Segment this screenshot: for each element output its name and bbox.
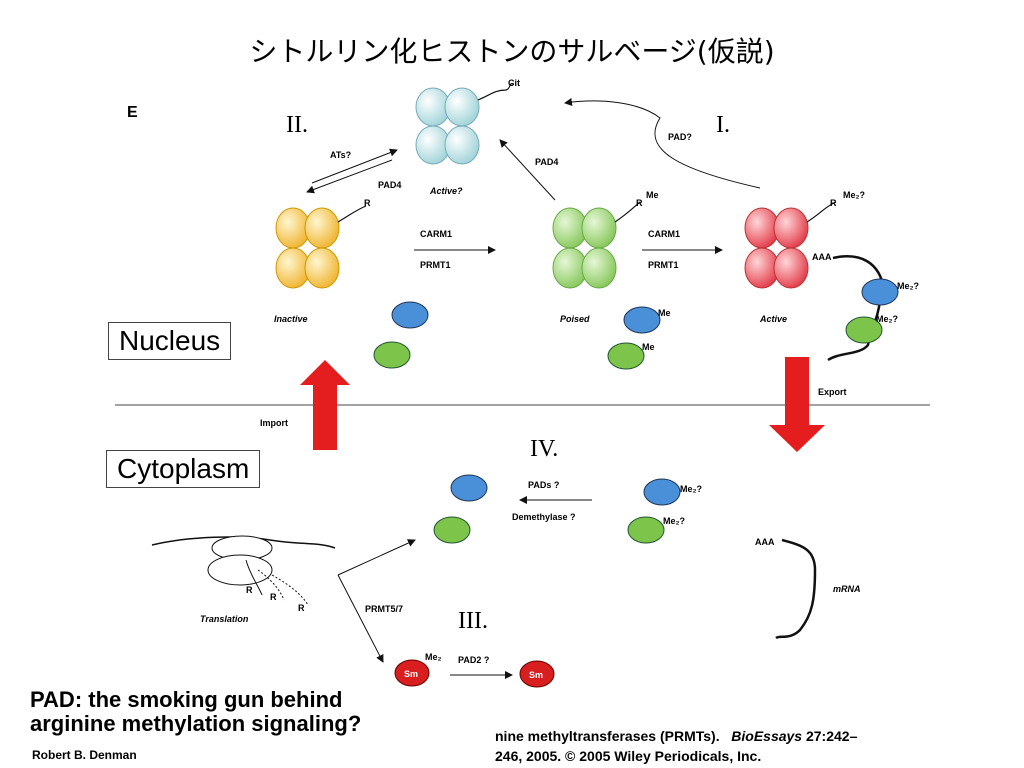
histone-citrullinated-cyan bbox=[415, 83, 515, 165]
paper-title: PAD: the smoking gun behind arginine met… bbox=[30, 688, 361, 736]
carm1-label-2: CARM1 bbox=[648, 229, 680, 239]
citation-line2: 246, 2005. © 2005 Wiley Periodicals, Inc… bbox=[495, 748, 762, 764]
me2-label-b: Me₂? bbox=[876, 314, 898, 324]
protein-green-nucleus-1 bbox=[373, 341, 411, 369]
sm-protein-methylated bbox=[394, 659, 430, 687]
me-label-poised: Me bbox=[646, 190, 659, 200]
paper-author: Robert B. Denman bbox=[32, 748, 137, 762]
pad4-label-right: PAD4 bbox=[535, 157, 558, 167]
pads-question-label: PADs ? bbox=[528, 480, 559, 490]
journal-name: BioEssays bbox=[731, 728, 803, 744]
import-label: Import bbox=[260, 418, 288, 428]
citation: nine methyltransferases (PRMTs). BioEssa… bbox=[495, 726, 995, 766]
paper-title-line1: PAD: the smoking gun behind bbox=[30, 687, 343, 712]
aaa-label-cytoplasm: AAA bbox=[755, 537, 775, 547]
prmt1-label-1: PRMT1 bbox=[420, 260, 451, 270]
r-label-translation-b: R bbox=[270, 592, 277, 602]
protein-blue-nucleus-3 bbox=[861, 278, 899, 306]
import-arrow bbox=[300, 360, 350, 450]
me2-question-top: Me₂? bbox=[843, 190, 865, 200]
inactive-label: Inactive bbox=[274, 314, 308, 324]
sm-label-1: Sm bbox=[404, 669, 418, 679]
cytoplasm-label: Cytoplasm bbox=[106, 450, 261, 488]
histone-inactive-yellow bbox=[275, 205, 367, 289]
pad4-arrow-poised bbox=[499, 139, 556, 201]
step-iv-label: IV. bbox=[530, 436, 558, 462]
demethylase-label: Demethylase ? bbox=[512, 512, 576, 522]
journal-volume: 27:242– bbox=[805, 728, 858, 744]
step-ii-label: II. bbox=[286, 112, 308, 138]
poised-label: Poised bbox=[560, 314, 590, 324]
active-label: Active bbox=[759, 314, 787, 324]
paper-title-line2: arginine methylation signaling? bbox=[30, 711, 362, 736]
step-i-label: I. bbox=[716, 112, 730, 138]
me2-label-d: Me₂? bbox=[663, 516, 685, 526]
carm1-label-1: CARM1 bbox=[420, 229, 452, 239]
arrow-to-cyto-proteins bbox=[337, 539, 416, 576]
me2-label-a: Me₂? bbox=[897, 281, 919, 291]
sm-label-2: Sm bbox=[529, 670, 543, 680]
prmt57-label: PRMT5/7 bbox=[365, 604, 403, 614]
protein-green-cyto-2 bbox=[627, 516, 665, 544]
r-label-translation-c: R bbox=[298, 603, 305, 613]
pad-question-label: PAD? bbox=[668, 132, 692, 142]
me-label-b: Me bbox=[642, 342, 655, 352]
ats-label: ATs? bbox=[330, 150, 351, 160]
protein-green-nucleus-2 bbox=[607, 342, 645, 370]
ribosome-translation bbox=[151, 535, 336, 606]
cit-label: Cit bbox=[508, 78, 520, 88]
pad2-label: PAD2 ? bbox=[458, 655, 489, 665]
protein-blue-nucleus-1 bbox=[391, 301, 429, 329]
protein-blue-nucleus-2 bbox=[623, 306, 661, 334]
r-label-active: R bbox=[830, 198, 837, 208]
aaa-label-nucleus: AAA bbox=[812, 252, 832, 262]
me-label-a: Me bbox=[658, 308, 671, 318]
sm-protein-demethylated bbox=[519, 660, 555, 688]
r-label-poised: R bbox=[636, 198, 643, 208]
r-label-inactive: R bbox=[364, 198, 371, 208]
step-iii-label: III. bbox=[458, 608, 488, 634]
translation-label: Translation bbox=[200, 614, 249, 624]
mrna-strand bbox=[775, 538, 817, 640]
protein-blue-cyto-1 bbox=[450, 474, 488, 502]
slide-title: シトルリン化ヒストンのサルベージ(仮説) bbox=[249, 35, 775, 68]
prmt1-label-2: PRMT1 bbox=[648, 260, 679, 270]
r-label-translation-a: R bbox=[246, 585, 253, 595]
mrna-label: mRNA bbox=[833, 584, 861, 594]
export-arrow bbox=[769, 357, 825, 452]
arrow-to-sm bbox=[337, 574, 384, 663]
histone-poised-green bbox=[552, 201, 641, 289]
pad-curved-arrow bbox=[564, 98, 761, 189]
export-label: Export bbox=[818, 387, 847, 397]
me2-sm-label: Me₂ bbox=[425, 652, 442, 662]
ats-arrow-down bbox=[306, 159, 393, 194]
panel-letter: E bbox=[127, 104, 138, 121]
citation-text: nine methyltransferases (PRMTs). bbox=[495, 728, 720, 744]
me2-label-c: Me₂? bbox=[680, 484, 702, 494]
protein-green-nucleus-3 bbox=[845, 316, 883, 344]
nucleus-label: Nucleus bbox=[108, 322, 232, 360]
pad4-label-left: PAD4 bbox=[378, 180, 401, 190]
protein-blue-cyto-2 bbox=[643, 478, 681, 506]
active-question-label: Active? bbox=[429, 186, 463, 196]
pad4-arrow-up bbox=[311, 148, 398, 184]
protein-green-cyto-1 bbox=[433, 516, 471, 544]
